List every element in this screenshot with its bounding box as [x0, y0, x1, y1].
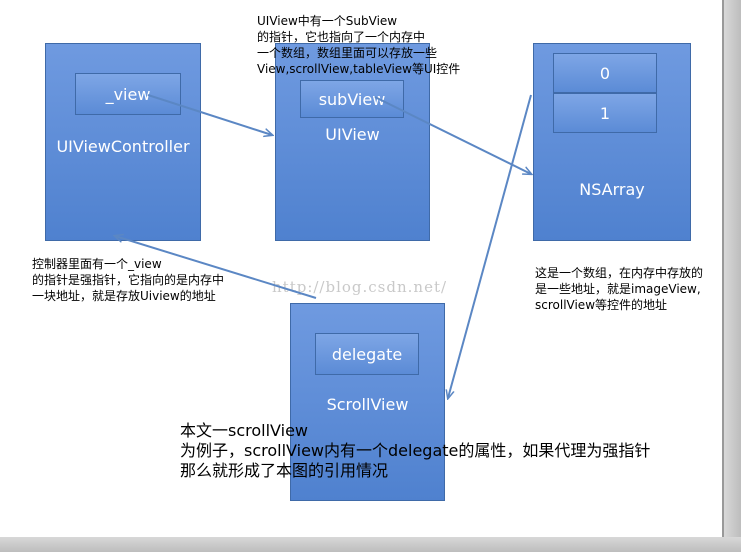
- subview-pointer-box: subView: [300, 80, 404, 118]
- view-pointer-label: _view: [105, 84, 151, 104]
- view-to-uiview-arrow: [147, 94, 272, 135]
- subview-pointer-label: subView: [318, 89, 386, 109]
- array-item-1: 1: [553, 93, 657, 133]
- uiview-label: UIView: [325, 125, 380, 144]
- nsarray-label: NSArray: [579, 180, 645, 199]
- uiviewcontroller-label: UIViewController: [56, 137, 190, 156]
- view-pointer-box: _view: [75, 73, 181, 115]
- delegate-pointer-box: delegate: [315, 333, 419, 375]
- subview-to-array-arrow: [374, 96, 531, 174]
- array-item-0: 0: [553, 53, 657, 93]
- array-to-scrollview-arrow: [448, 94, 532, 398]
- page-shadow-right: [724, 0, 741, 552]
- array-item-0-label: 0: [599, 63, 611, 83]
- scrollview-label: ScrollView: [326, 395, 409, 414]
- uiview-box: [275, 43, 430, 241]
- controller-note: 控制器里面有一个_view 的指针是强指针，它指向的是内存中 一块地址，就是存放…: [32, 257, 225, 303]
- delegate-pointer-label: delegate: [331, 344, 403, 364]
- scrollview-to-controller-arrow: [115, 236, 317, 299]
- page-shadow-bottom: [0, 537, 741, 552]
- main-note: 本文一scrollView 为例子，scrollView内有一个delegate…: [180, 421, 651, 480]
- array-note: 这是一个数组，在内存中存放的 是一些地址，就是imageView, scroll…: [535, 266, 704, 312]
- page-border-right: [722, 0, 724, 539]
- subview-note: UIView中有一个SubView 的指针，它也指向了一个内存中 一个数组，数组…: [257, 14, 461, 76]
- array-item-1-label: 1: [599, 103, 611, 123]
- watermark: http://blog.csdn.net/: [272, 278, 448, 296]
